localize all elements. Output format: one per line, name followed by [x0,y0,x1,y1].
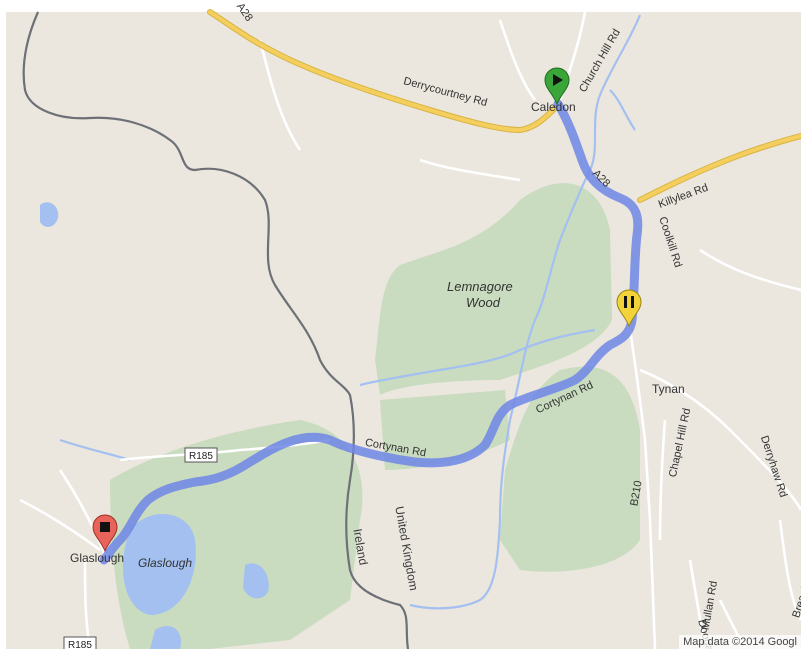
place-label-glaslough-lake: Glaslough [138,556,192,570]
play-icon [553,74,563,86]
border-label-ireland: Ireland [350,528,370,567]
start-marker[interactable] [544,67,570,106]
r185-shield-top: R185 [184,447,218,463]
pause-icon [624,296,634,308]
place-label-glaslough-town: Glaslough [70,551,124,565]
waypoint-marker[interactable] [616,289,642,328]
svg-text:R185: R185 [189,451,213,462]
place-label-caledon: Caledon [531,100,576,114]
place-label-lemnagore-2: Wood [466,295,501,310]
international-border [22,11,410,649]
road-label-b210: B210 [628,480,644,507]
major-roads [207,9,801,203]
route-line [99,99,643,565]
svg-text:R185: R185 [68,640,92,649]
lakes [40,202,269,649]
map-attribution[interactable]: Map data ©2014 Googl [679,635,801,649]
place-label-tynan: Tynan [652,382,685,396]
stop-icon [100,522,110,532]
r185-shield-bottom: R185 [63,636,97,649]
end-marker[interactable] [92,514,118,553]
place-label-lemnagore-1: Lemnagore [447,279,513,294]
